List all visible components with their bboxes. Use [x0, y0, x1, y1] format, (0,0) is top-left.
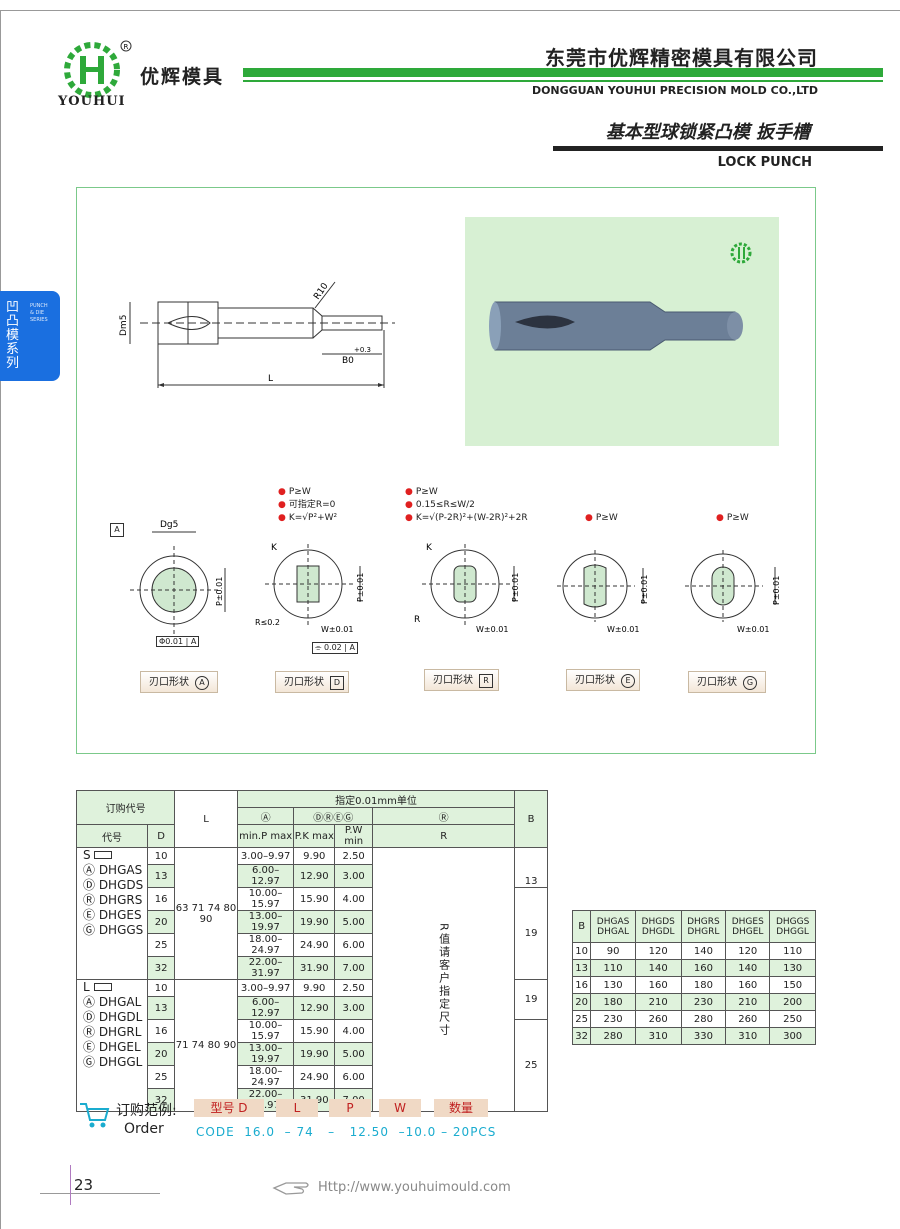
p-tolerance-d: P±0.01 — [356, 573, 365, 602]
section-shape-r: K P±0.01 R W±0.01 — [414, 543, 520, 634]
b-length-table: B DHGAS DHGAL DHGDS DHGDL DHGRS DHGRL DH… — [571, 910, 816, 1045]
footer-page-divider — [70, 1165, 71, 1205]
s-group-l-values: 63 71 74 80 90 — [174, 847, 238, 980]
dm-label: Dm5 — [119, 315, 129, 336]
w-tolerance-r: W±0.01 — [476, 625, 508, 634]
company-name-cn: 东莞市优辉精密模具有限公司 — [545, 46, 818, 70]
r-radius-label: R — [414, 615, 420, 625]
svg-text:R: R — [124, 43, 129, 51]
company-name-en: DONGGUAN YOUHUI PRECISION MOLD CO.,LTD — [531, 84, 818, 97]
p-tolerance-e: P±0.01 — [640, 575, 649, 604]
p-tolerance-a: P±0.01 — [215, 577, 224, 606]
shopping-cart-icon — [80, 1103, 110, 1128]
p-tolerance-r: P±0.01 — [511, 573, 520, 602]
side-tab-label-en: PUNCH & DIE SERIES — [30, 303, 48, 323]
b0-tolerance: +0.3 — [354, 346, 371, 354]
side-tab-label-cn: 凹凸模系列 — [6, 300, 20, 371]
notes-shape-d: ●P≥W ●可指定R=0 ●K=√P²+W² — [278, 487, 338, 523]
page-frame-top — [0, 0, 900, 11]
section-shape-a: Dg5 P±0.01 — [130, 520, 226, 634]
l-group-l-values: 71 74 80 90 — [174, 979, 238, 1112]
header-r: R — [372, 824, 516, 848]
section-shape-e: P±0.01 W±0.01 — [557, 550, 649, 634]
order-tag-p: P — [329, 1099, 371, 1117]
length-label: L — [268, 374, 273, 384]
ordering-spec-table: 订购代号 L 指定0.01mm单位 B Ⓐ ⒹⓇⒺⒼ Ⓡ 代号 D min.P … — [75, 790, 548, 1112]
header-b: B — [514, 790, 548, 848]
order-example-label-cn: 订购范例: — [116, 1103, 177, 1119]
header-pk: P.K max — [293, 824, 336, 848]
order-tag-l: L — [276, 1099, 318, 1117]
notes-shape-r: ●P≥W ●0.15≤R≤W/2 ●K=√(P-2R)²+(W-2R)²+2R — [405, 487, 528, 523]
header-green-line — [243, 80, 883, 82]
datum-a-box: A — [110, 523, 124, 537]
header-pw: P.W min — [334, 824, 374, 848]
company-logo: R — [64, 40, 132, 98]
pointing-hand-icon — [272, 1182, 309, 1195]
photo-logo-icon — [730, 242, 752, 264]
section-side-tab[interactable]: 凹凸模系列 PUNCH & DIE SERIES — [0, 291, 60, 381]
w-tolerance-g: W±0.01 — [737, 625, 769, 634]
page-frame-left — [0, 10, 1, 1229]
header-min-p: min.P max — [236, 824, 295, 848]
header-spec: 指定0.01mm单位 — [236, 790, 516, 808]
order-example-code: CODE 16.0 – 74 – 12.50 –10.0 – 20PCS — [196, 1125, 497, 1139]
flatness-tolerance: ⌯ 0.02 | A — [312, 642, 359, 654]
website-url[interactable]: Http://www.youhuimould.com — [318, 1180, 511, 1195]
header-green-bar — [243, 68, 883, 77]
order-tag-model: 型号 D — [194, 1099, 264, 1117]
notes-shape-e: ●P≥W — [585, 513, 618, 523]
header-d: D — [146, 824, 176, 848]
header-shape-dreg: ⒹⓇⒺⒼ — [293, 807, 374, 825]
r-limit-label: R≤0.2 — [255, 618, 280, 627]
k-label-r: K — [426, 543, 433, 553]
s-group-codes: S Ⓐ DHGAS Ⓓ DHGDS Ⓡ DHGRS Ⓔ DHGES Ⓖ DHGG… — [76, 847, 148, 980]
brand-name-en: YOUHUI — [58, 94, 126, 109]
l-group-codes: L Ⓐ DHGAL Ⓓ DHGDL Ⓡ DHGRL Ⓔ DHGEL Ⓖ DHGG… — [76, 979, 148, 1112]
header-l: L — [174, 790, 238, 848]
technical-drawing-panel — [76, 187, 816, 754]
product-title-cn: 基本型球锁紧凸模 扳手槽 — [605, 122, 810, 143]
header-shape-a: Ⓐ — [236, 807, 295, 825]
header-shape-r: Ⓡ — [372, 807, 516, 825]
k-label-d: K — [271, 543, 278, 553]
section-shape-g: P±0.01 W±0.01 — [685, 550, 781, 634]
footer-rule — [40, 1193, 160, 1194]
product-title-en: LOCK PUNCH — [717, 155, 812, 170]
section-shape-d: K P±0.01 R≤0.2 W±0.01 — [255, 543, 365, 634]
dg-label: Dg5 — [160, 520, 178, 530]
brand-name-cn: 优辉模具 — [140, 66, 225, 88]
header-code: 代号 — [76, 824, 148, 848]
b0-label: B0 — [342, 356, 354, 366]
l-prefix: L — [83, 980, 147, 995]
page-number: 23 — [74, 1176, 94, 1194]
order-tag-w: W — [379, 1099, 421, 1117]
p-tolerance-g: P±0.01 — [772, 576, 781, 605]
s-prefix: S — [83, 848, 147, 863]
product-photo — [465, 217, 779, 446]
w-tolerance-d: W±0.01 — [321, 625, 353, 634]
r-customer-note: R值请客户指定尺寸 — [372, 847, 516, 1112]
notes-shape-g: ●P≥W — [716, 513, 749, 523]
order-tag-qty: 数量 — [434, 1099, 488, 1117]
title-underline — [553, 146, 883, 151]
punch-side-view-drawing: L Dm5 B0 +0.3 R10 — [119, 281, 395, 388]
coaxiality-tolerance: Φ0.01 | A — [156, 636, 200, 647]
header-order-code: 订购代号 — [75, 790, 176, 825]
w-tolerance-e: W±0.01 — [607, 625, 639, 634]
order-example-label-en: Order — [124, 1121, 164, 1137]
